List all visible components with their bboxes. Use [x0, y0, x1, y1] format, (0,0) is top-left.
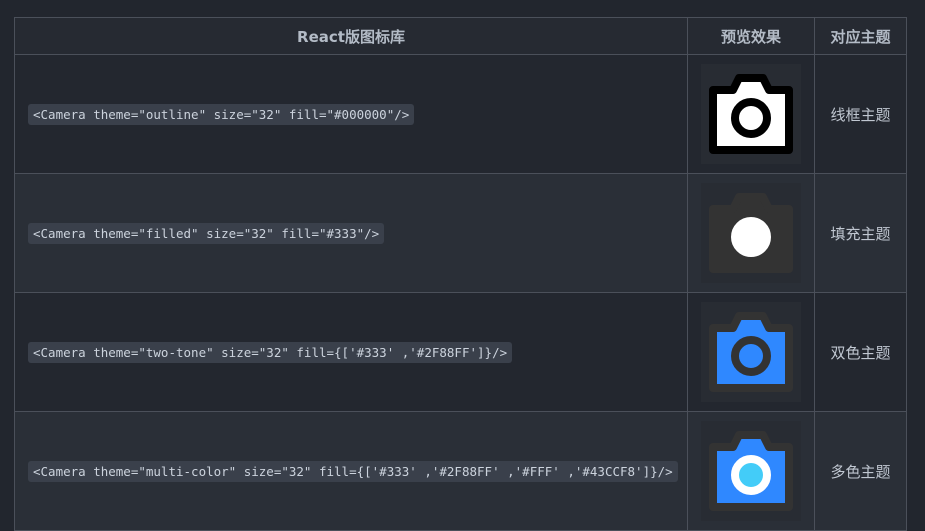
camera-outline-icon	[709, 74, 793, 154]
code-cell: <Camera theme="filled" size="32" fill="#…	[14, 173, 688, 293]
theme-label: 双色主题	[814, 292, 907, 412]
icon-theme-table: React版图标库 预览效果 对应主题 <Camera theme="outli…	[14, 17, 907, 531]
header-preview: 预览效果	[687, 17, 815, 55]
camera-filled-icon	[709, 193, 793, 273]
code-snippet: <Camera theme="multi-color" size="32" fi…	[28, 460, 678, 482]
table-row: <Camera theme="two-tone" size="32" fill=…	[14, 292, 907, 412]
table-header-row: React版图标库 预览效果 对应主题	[14, 17, 907, 55]
camera-two-tone-icon	[709, 312, 793, 392]
code-snippet: <Camera theme="outline" size="32" fill="…	[28, 103, 415, 125]
code-snippet: <Camera theme="two-tone" size="32" fill=…	[28, 341, 513, 363]
preview-cell	[687, 173, 815, 293]
preview-box	[701, 302, 801, 402]
code-cell: <Camera theme="outline" size="32" fill="…	[14, 54, 688, 174]
header-react-library: React版图标库	[14, 17, 688, 55]
preview-cell	[687, 292, 815, 412]
table-row: <Camera theme="outline" size="32" fill="…	[14, 54, 907, 174]
table-row: <Camera theme="multi-color" size="32" fi…	[14, 411, 907, 531]
code-snippet: <Camera theme="filled" size="32" fill="#…	[28, 222, 385, 244]
header-theme: 对应主题	[814, 17, 907, 55]
theme-label: 多色主题	[814, 411, 907, 531]
camera-multi-color-icon	[709, 431, 793, 511]
icon-theme-table-container: React版图标库 预览效果 对应主题 <Camera theme="outli…	[14, 17, 907, 531]
table-row: <Camera theme="filled" size="32" fill="#…	[14, 173, 907, 293]
preview-box	[701, 64, 801, 164]
theme-label: 线框主题	[814, 54, 907, 174]
preview-box	[701, 421, 801, 521]
code-cell: <Camera theme="multi-color" size="32" fi…	[14, 411, 688, 531]
preview-cell	[687, 411, 815, 531]
code-cell: <Camera theme="two-tone" size="32" fill=…	[14, 292, 688, 412]
preview-box	[701, 183, 801, 283]
preview-cell	[687, 54, 815, 174]
theme-label: 填充主题	[814, 173, 907, 293]
